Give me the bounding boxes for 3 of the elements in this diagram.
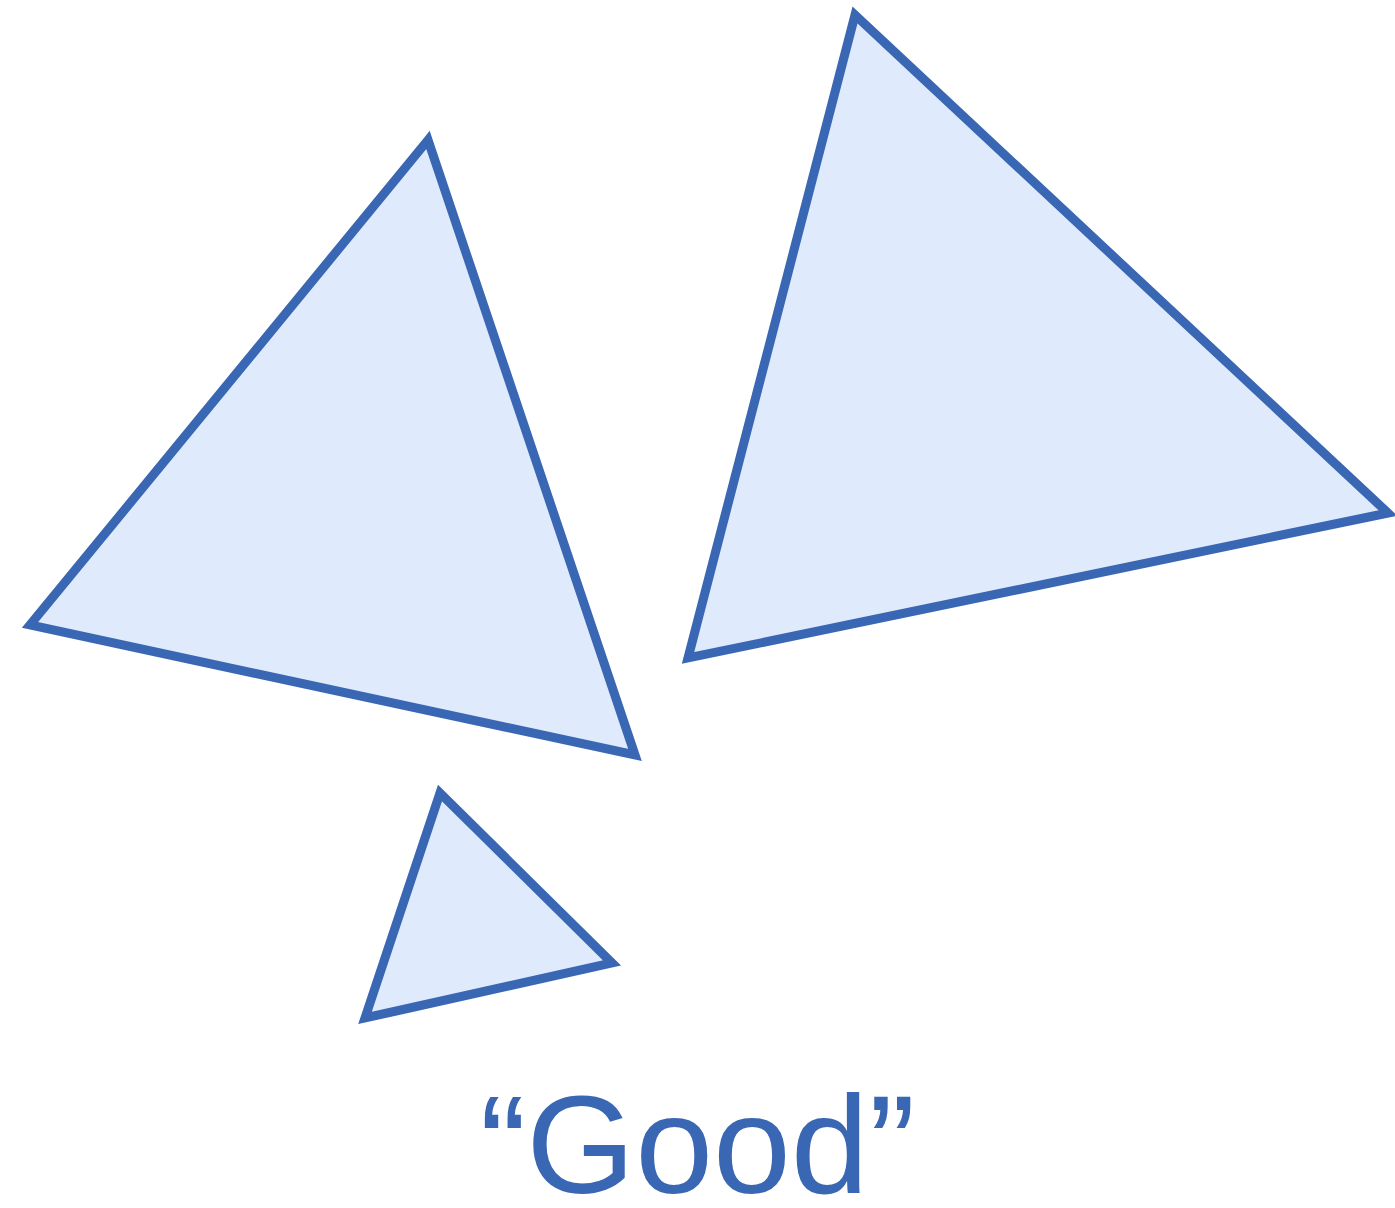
triangle-shape	[682, 9, 1394, 664]
caption: “Good”	[478, 1075, 917, 1208]
triangle-shape	[359, 787, 618, 1024]
